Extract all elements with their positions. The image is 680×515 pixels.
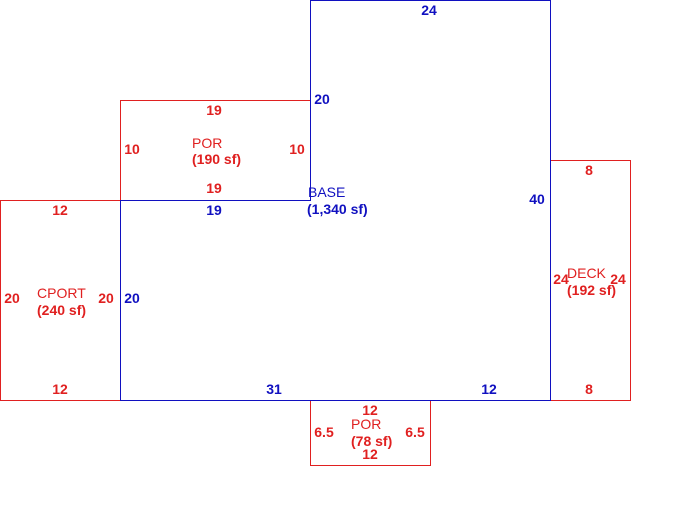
porch-top-dim-left: 10 bbox=[124, 141, 140, 157]
porch-bottom-dim-right: 6.5 bbox=[405, 424, 425, 440]
carport-dim-left: 20 bbox=[4, 290, 20, 306]
deck-dim-right: 24 bbox=[610, 271, 626, 287]
carport-name-label: CPORT bbox=[37, 285, 86, 301]
carport-dim-bottom: 12 bbox=[52, 381, 68, 397]
deck-dim-bottom: 8 bbox=[585, 381, 593, 397]
porch-top-dim-top: 19 bbox=[206, 102, 222, 118]
base-outline bbox=[120, 0, 551, 401]
carport-dim-right: 20 bbox=[98, 290, 114, 306]
porch-bottom-dim-top: 12 bbox=[362, 402, 378, 418]
base-dim-notch-bottom: 19 bbox=[206, 202, 222, 218]
base-dim-bottom-right: 12 bbox=[481, 381, 497, 397]
porch-top-dim-bottom: 19 bbox=[206, 180, 222, 196]
carport-dim-top: 12 bbox=[52, 202, 68, 218]
porch-top-name-label: POR bbox=[192, 135, 222, 151]
base-dim-bottom-left: 31 bbox=[266, 381, 282, 397]
base-dim-left: 20 bbox=[124, 290, 140, 306]
base-dim-notch-left: 20 bbox=[314, 91, 330, 107]
deck-area-label: (192 sf) bbox=[567, 282, 616, 298]
base-name-label: BASE bbox=[308, 184, 345, 200]
base-dim-top: 24 bbox=[421, 2, 437, 18]
carport-area-label: (240 sf) bbox=[37, 302, 86, 318]
porch-bottom-area-label: (78 sf) bbox=[351, 433, 392, 449]
porch-bottom-dim-left: 6.5 bbox=[314, 424, 334, 440]
porch-top-area-label: (190 sf) bbox=[192, 151, 241, 167]
porch-bottom-name-label: POR bbox=[351, 416, 381, 432]
deck-name-label: DECK bbox=[567, 265, 607, 281]
porch-top-dim-right: 10 bbox=[289, 141, 305, 157]
base-area-label: (1,340 sf) bbox=[307, 201, 368, 217]
porch-bottom-dim-bottom: 12 bbox=[362, 446, 378, 462]
deck-dim-top: 8 bbox=[585, 162, 593, 178]
deck-dim-left: 24 bbox=[553, 271, 569, 287]
base-dim-right: 40 bbox=[529, 191, 545, 207]
